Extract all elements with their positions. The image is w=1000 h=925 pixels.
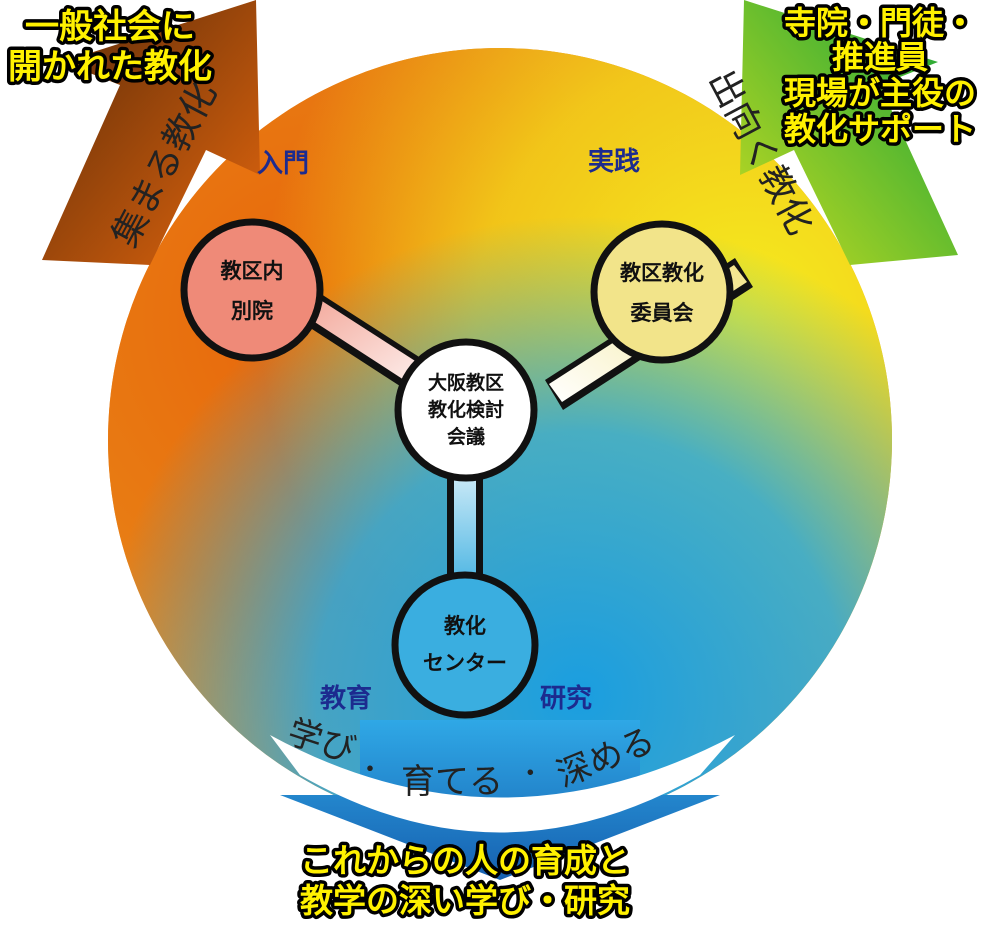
node-bottom-line2: センター — [423, 651, 507, 675]
node-left-betsuin: 教区内 別院 — [180, 218, 324, 362]
bottom-label-band — [270, 735, 735, 833]
bottom-separator-2: ・ — [515, 757, 546, 791]
callout-top-right-line3: 現場が主役の — [784, 74, 976, 112]
node-right-committee: 教区教化 委員会 — [590, 220, 734, 364]
node-left-line2: 別院 — [231, 299, 273, 323]
callout-top-right-line2: 推進員 — [832, 38, 928, 76]
category-bottom-left: 教育 — [320, 683, 372, 714]
arrow-top-left — [42, 0, 260, 265]
center-line1: 大阪教区 — [428, 371, 504, 394]
node-left-line1: 教区内 — [221, 259, 284, 283]
category-top-left: 入門 — [257, 149, 309, 179]
callout-bottom-line2: 教学の深い学び・研究 — [300, 881, 630, 920]
bottom-label-2: 育てる — [401, 762, 503, 802]
node-bottom-line1: 教化 — [444, 614, 486, 638]
node-right-line1: 教区教化 — [620, 261, 704, 285]
bottom-separator-1: ・ — [354, 753, 386, 788]
center-line2: 教化検討 — [428, 398, 504, 421]
arrow-top-right — [740, 0, 958, 265]
callout-top-right-line4: 教化サポート — [784, 110, 976, 148]
node-right-line2: 委員会 — [630, 301, 694, 325]
node-center-council: 大阪教区 教化検討 会議 — [394, 338, 538, 482]
callout-bottom-line1: これからの人の育成と — [300, 841, 630, 880]
callout-top-right: 寺院・門徒・ 推進員 現場が主役の 教化サポート — [780, 1, 979, 152]
callout-top-left-line1: 一般社会に — [25, 7, 195, 47]
callout-top-left: 一般社会に 開かれた教化 — [5, 4, 216, 91]
callout-top-left-line2: 開かれた教化 — [8, 47, 212, 87]
node-bottom-center: 教化 センター — [391, 571, 539, 719]
callout-top-right-line1: 寺院・門徒・ — [784, 4, 976, 42]
category-top-right: 実践 — [588, 146, 640, 177]
category-bottom-right: 研究 — [540, 683, 592, 714]
callout-bottom: これからの人の育成と 教学の深い学び・研究 — [297, 838, 634, 924]
center-line3: 会議 — [447, 425, 485, 448]
